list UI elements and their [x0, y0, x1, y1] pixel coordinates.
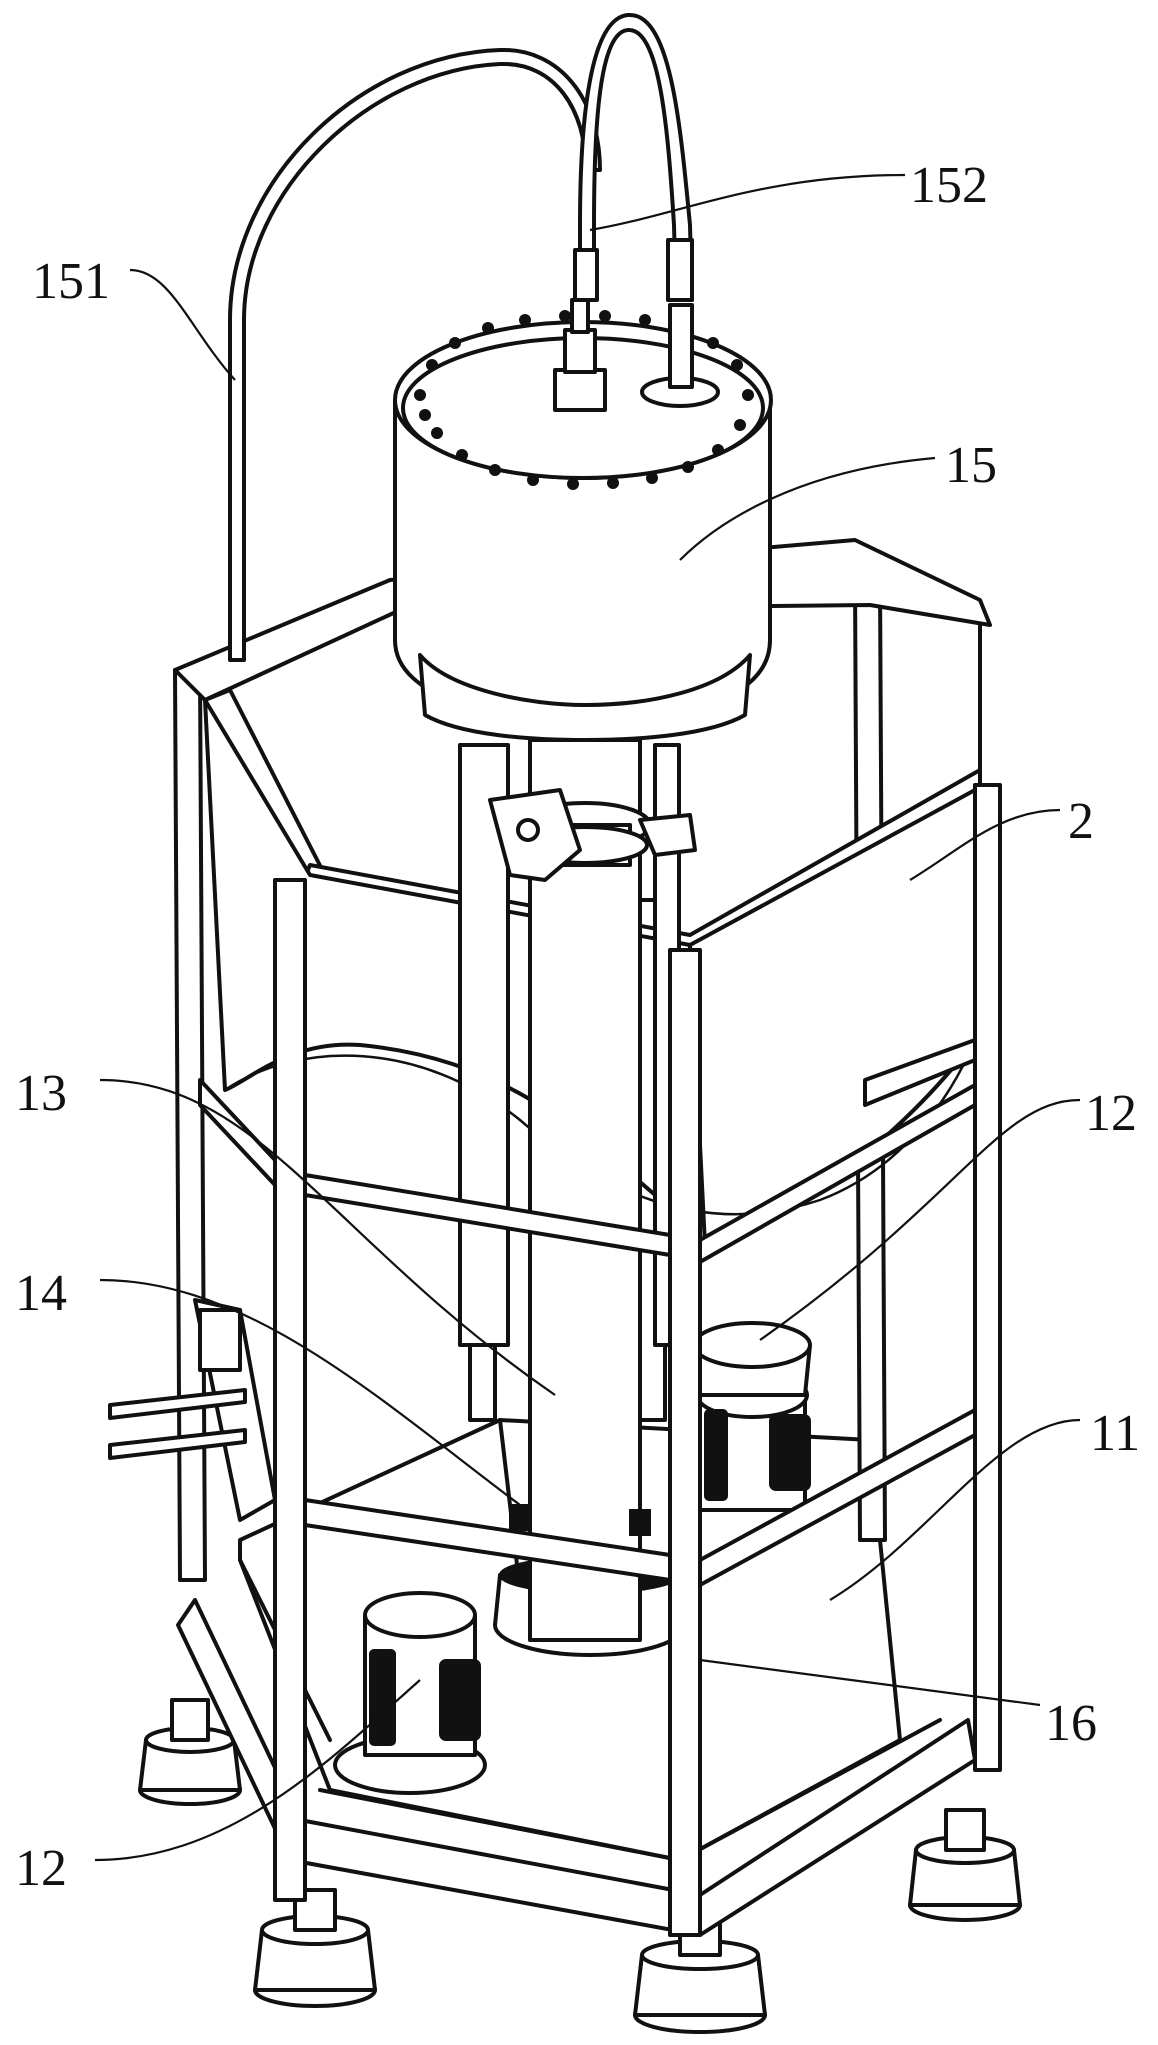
foot-right [908, 1808, 1022, 1922]
label-15: 15 [945, 437, 997, 494]
motor-lower-left [333, 1591, 487, 1795]
label-152: 152 [910, 157, 988, 214]
fitting-left [553, 298, 607, 412]
frame-front [193, 783, 1002, 1937]
top-vessel [393, 298, 773, 742]
label-12-left: 12 [15, 1840, 67, 1897]
foot-front-left [253, 1888, 377, 2008]
label-13: 13 [15, 1065, 67, 1122]
bolt-holes [414, 310, 754, 490]
label-16: 16 [1045, 1695, 1097, 1752]
leader-lines [94, 173, 1081, 1862]
fitting-right [640, 303, 720, 408]
label-14: 14 [15, 1265, 67, 1322]
motor-right [692, 1321, 812, 1512]
reference-numerals: 151 152 15 2 13 12 14 11 16 12 [15, 157, 1140, 1897]
hoses [228, 12, 694, 662]
label-2: 2 [1068, 793, 1094, 850]
label-11: 11 [1090, 1405, 1140, 1462]
label-12-right: 12 [1085, 1085, 1137, 1142]
side-nozzles [108, 1308, 247, 1460]
label-151: 151 [32, 253, 110, 310]
clamps [488, 788, 697, 1536]
